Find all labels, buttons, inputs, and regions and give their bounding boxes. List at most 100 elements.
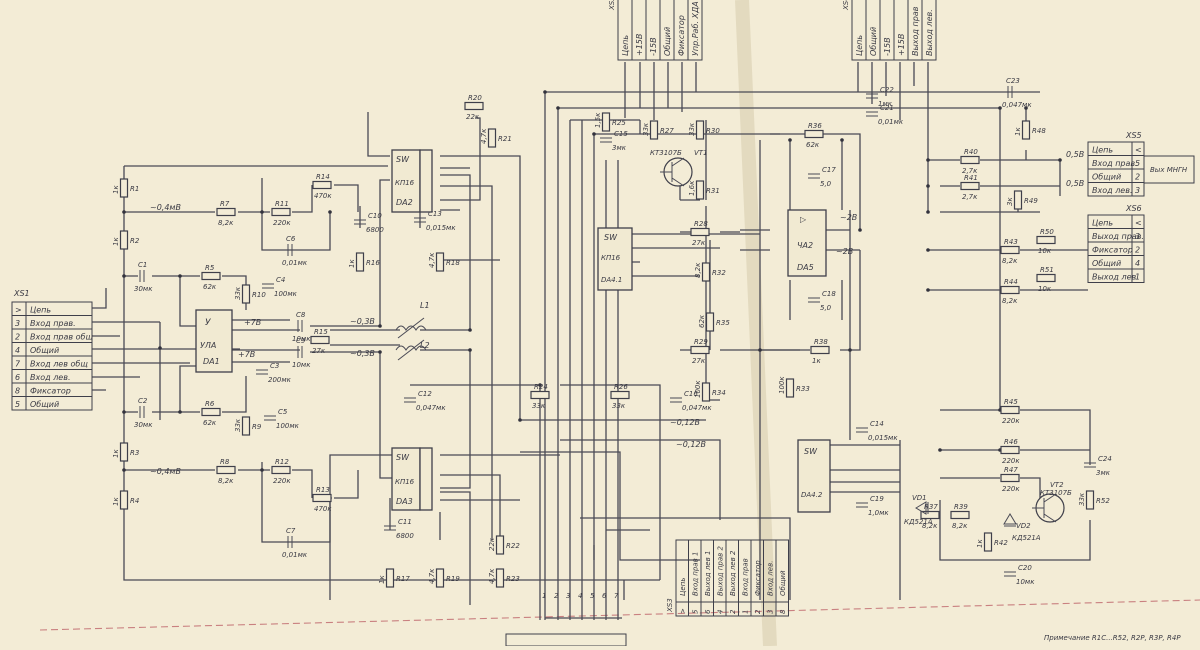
da3-code: КП16 [395,478,415,486]
top-left-connector-pin-label: Общий [663,27,672,56]
capacitor-ref: C5 [278,408,288,416]
resistor-ref: R40 [964,148,978,156]
resistor-value: 220к [1002,417,1020,425]
resistor-ref: R37 [924,503,938,511]
resistor-ref: R35 [716,319,730,327]
resistor-value: 4,7к [428,568,436,584]
ic-da1: У УЛА DA1 [195,309,233,373]
xs5-title: XS5 [1125,131,1142,140]
resistor-value: 62к [203,283,217,291]
resistor-value: 22к [488,537,496,551]
top-right-connector-pin-label: Цепь [855,35,864,56]
resistor-value: 33к [612,402,626,410]
vt2-type: КТ3107Б [1040,489,1072,497]
bus-pin-number: 1 [542,592,546,600]
capacitor-value: 1,0мк [868,509,889,517]
junction-dot [328,210,332,214]
ic-da4: SW КП16 DA4.1 [597,227,633,291]
junction-dot [260,468,264,472]
resistor-value: 22к [466,113,480,121]
capacitor-ref: C2 [138,397,148,405]
capacitor-ref: C17 [822,166,836,174]
resistor-value: 1,6к [688,180,696,196]
resistor-value: 8,2к [218,219,234,227]
junction-dot [260,210,264,214]
da3-type: SW [396,453,410,462]
xs1-pin-num: 4 [15,346,20,355]
resistor-ref: R38 [814,338,828,346]
resistor-value: 8,2к [218,477,234,485]
resistor-ref: R17 [396,575,410,583]
resistor-ref: R1 [130,185,139,193]
da5-name: DA5 [797,263,814,272]
xs3-pin-num: 2 [729,609,737,614]
xs5-pin-num: 2 [1135,173,1140,182]
resistor-value: 1к [378,575,386,584]
capacitor-ref: C12 [418,390,432,398]
bus-pin-number: 3 [566,592,570,600]
resistor-ref: R21 [498,135,512,143]
resistor-value: 220к [1002,485,1020,493]
resistor-value: 33к [642,122,650,136]
resistor-value: 27к [692,239,706,247]
xs6-pin-num: < [1135,219,1142,228]
resistor-value: 33к [532,402,546,410]
ic-da5: ▷ ЧА2 DA5 [787,209,827,277]
capacitor-value: 30мк [134,421,153,429]
resistor-value: 1к [112,497,120,506]
junction-dot [926,184,930,188]
xs1-pin-label: Общий [30,346,59,355]
xs1-pin-label: Вход прав. [30,319,76,328]
components: R11кR21кR31кR41кR562кR662кR78,2кR88,2кR9… [112,77,1112,588]
xs3-pin-label: Вход прав [742,558,750,596]
capacitor-ref: C3 [270,362,279,370]
capacitor-ref: C6 [286,235,296,243]
resistor-ref: R6 [205,400,215,408]
ic-da3: SW КП16 DA3 [391,447,433,511]
resistor-ref: R4 [130,497,139,505]
junction-dot [468,348,472,352]
xs3-pin-num: 6 [704,609,712,614]
da4-type: SW [604,233,618,242]
resistor-value: 27к [692,357,706,365]
capacitor-ref: C1 [138,261,147,269]
capacitor-ref: C23 [1006,77,1020,85]
top-right-connector-pin-label: Выход прав [911,6,920,56]
capacitor-value: 100мк [274,290,298,298]
capacitor-ref: C7 [286,527,296,535]
da5-type: ▷ [800,215,807,224]
xs1-pin-num: 3 [15,319,20,328]
resistor-ref: R13 [316,486,330,494]
junction-dot [840,138,844,142]
resistor-value: 62к [698,314,706,328]
junction-dot [592,132,596,136]
da3-name: DA3 [396,497,413,506]
capacitor-value: 0,047мк [416,404,446,412]
resistor-value: 1к [1014,127,1022,136]
resistor-value: 62к [203,419,217,427]
xs5-pin-label: Общий [1092,173,1121,182]
voltage-14: 0,5В [1066,150,1084,159]
capacitor-ref: C19 [870,495,884,503]
capacitor-ref: C11 [398,518,412,526]
resistor-value: 1к [112,449,120,458]
xs3-title: XS3 [666,598,674,613]
resistor-value: 33к [688,122,696,136]
